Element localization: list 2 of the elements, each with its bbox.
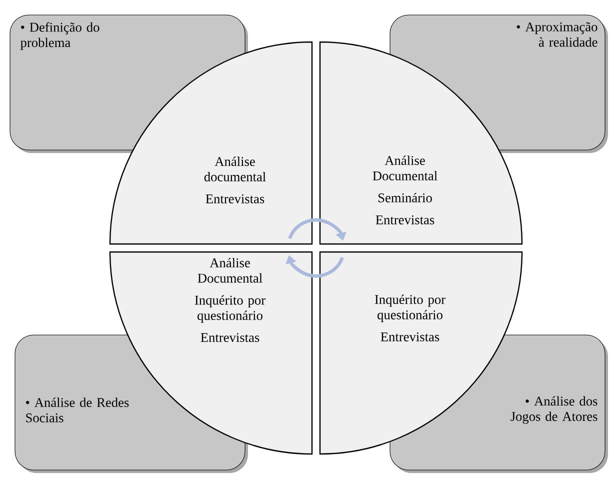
quadrant-sector: Análise documental Entrevistas [109, 41, 313, 245]
quadrant-sector: Análise Documental Seminário Entrevistas [319, 41, 523, 245]
